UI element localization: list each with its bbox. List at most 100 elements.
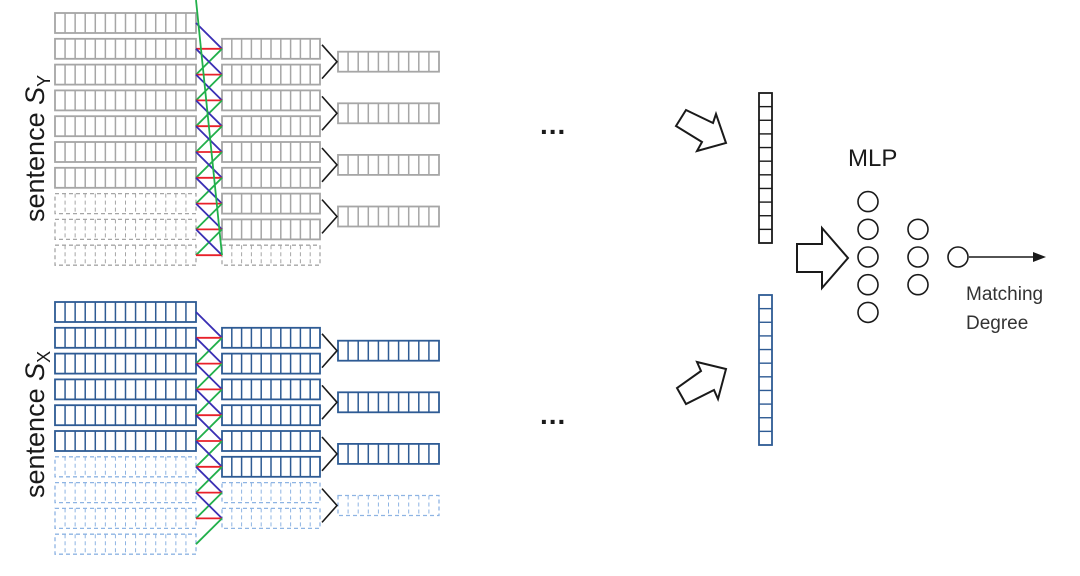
mlp-node — [947, 246, 969, 268]
conv-row — [221, 455, 321, 478]
mlp-layer — [857, 190, 879, 324]
conv-row — [221, 430, 321, 452]
conv-connector-blue — [195, 414, 223, 442]
pooled-row — [337, 391, 440, 414]
conv-connector-green — [195, 0, 223, 256]
input-row — [54, 244, 197, 266]
conv-connector-blue — [195, 228, 223, 256]
pooled-row — [337, 205, 440, 228]
conv-row — [221, 37, 321, 60]
sentence-x-branch — [54, 301, 440, 555]
sentence-y-subscript: Y — [34, 75, 54, 87]
conv-connector-blue — [195, 99, 223, 127]
conv-row — [221, 89, 321, 112]
input-row — [54, 12, 197, 34]
output-label-matching: Matching — [966, 284, 1043, 305]
sentence-x-subscript: X — [34, 351, 54, 363]
conv-connector-blue — [195, 491, 223, 520]
sentence-y-label-text: sentence — [20, 105, 50, 222]
mlp-node — [857, 218, 879, 241]
conv-row — [221, 352, 321, 375]
input-row — [54, 404, 197, 427]
input-row — [54, 37, 197, 60]
conv-connector-blue — [195, 388, 223, 416]
feature-vector-x — [758, 294, 773, 446]
mlp-node — [857, 190, 879, 213]
conv-row — [221, 63, 321, 86]
input-row — [54, 352, 197, 375]
output-label-degree: Degree — [966, 313, 1028, 334]
input-row — [54, 166, 197, 189]
input-row — [54, 141, 197, 163]
input-row — [54, 89, 197, 112]
conv-row — [221, 507, 321, 530]
conv-connector-blue — [195, 202, 223, 231]
input-row — [54, 481, 197, 504]
input-row — [54, 533, 197, 555]
pooling-connector — [321, 488, 339, 523]
mlp-node — [857, 301, 879, 324]
conv-row — [221, 166, 321, 189]
arrow-right-icon — [796, 225, 850, 291]
conv-row — [221, 481, 321, 504]
mlp-layer — [907, 218, 929, 296]
sentence-x-label-text: sentence — [20, 381, 50, 498]
input-row — [54, 507, 197, 530]
ellipsis-top: ... — [540, 109, 566, 140]
conv-connector-blue — [195, 151, 223, 179]
output-arrow-head-icon — [1033, 252, 1046, 262]
mlp-node — [857, 273, 879, 296]
conv-connector-blue — [195, 22, 223, 50]
pooled-row — [337, 442, 440, 465]
pooling-connector — [321, 384, 339, 420]
pooling-connector — [321, 333, 339, 369]
mlp-node — [907, 246, 929, 268]
pooled-row — [337, 339, 440, 362]
conv-row — [221, 404, 321, 427]
input-row — [54, 301, 197, 323]
conv-row — [221, 218, 321, 241]
sentence-y-branch — [54, 0, 440, 266]
pooling-connector — [321, 147, 339, 183]
mlp-node — [907, 218, 929, 241]
input-row — [54, 378, 197, 401]
sentence-y-label: sentence SY — [20, 75, 54, 222]
pooled-row — [337, 102, 440, 125]
sentence-x-label: sentence SX — [20, 351, 54, 498]
sentence-y-symbol: S — [20, 87, 50, 105]
pooling-connector — [321, 44, 339, 80]
pooling-connector — [321, 436, 339, 472]
input-row — [54, 456, 197, 478]
conv-row — [221, 326, 321, 349]
mlp-node — [857, 246, 879, 268]
conv-connector-blue — [195, 337, 223, 365]
input-row — [54, 192, 197, 215]
input-row — [54, 430, 197, 452]
mlp-layer — [947, 246, 969, 268]
conv-connector-blue — [195, 440, 223, 468]
feature-vector-y-frame — [758, 92, 773, 244]
pooling-connector — [321, 199, 339, 234]
feature-vector-y — [758, 92, 773, 244]
conv-connector-blue — [195, 73, 223, 102]
ellipsis-bottom: ... — [540, 399, 566, 430]
conv-connector-blue — [195, 466, 223, 494]
pooled-row — [337, 50, 440, 73]
pooled-row — [337, 494, 440, 517]
conv-connector-blue — [195, 177, 223, 205]
conv-row — [221, 192, 321, 215]
pooling-connector — [321, 95, 339, 131]
conv-row — [221, 244, 321, 266]
conv-row — [221, 141, 321, 163]
arrow-down-right-icon — [674, 108, 728, 153]
conv-connector-green — [195, 517, 223, 545]
mlp-node — [907, 273, 929, 296]
feature-vector-x-frame — [758, 294, 773, 446]
arrow-up-right-icon — [675, 360, 728, 406]
mlp-label: MLP — [848, 145, 897, 172]
conv-connector-blue — [195, 48, 223, 76]
input-row — [54, 115, 197, 138]
input-row — [54, 218, 197, 241]
feature-vectors — [758, 92, 773, 446]
